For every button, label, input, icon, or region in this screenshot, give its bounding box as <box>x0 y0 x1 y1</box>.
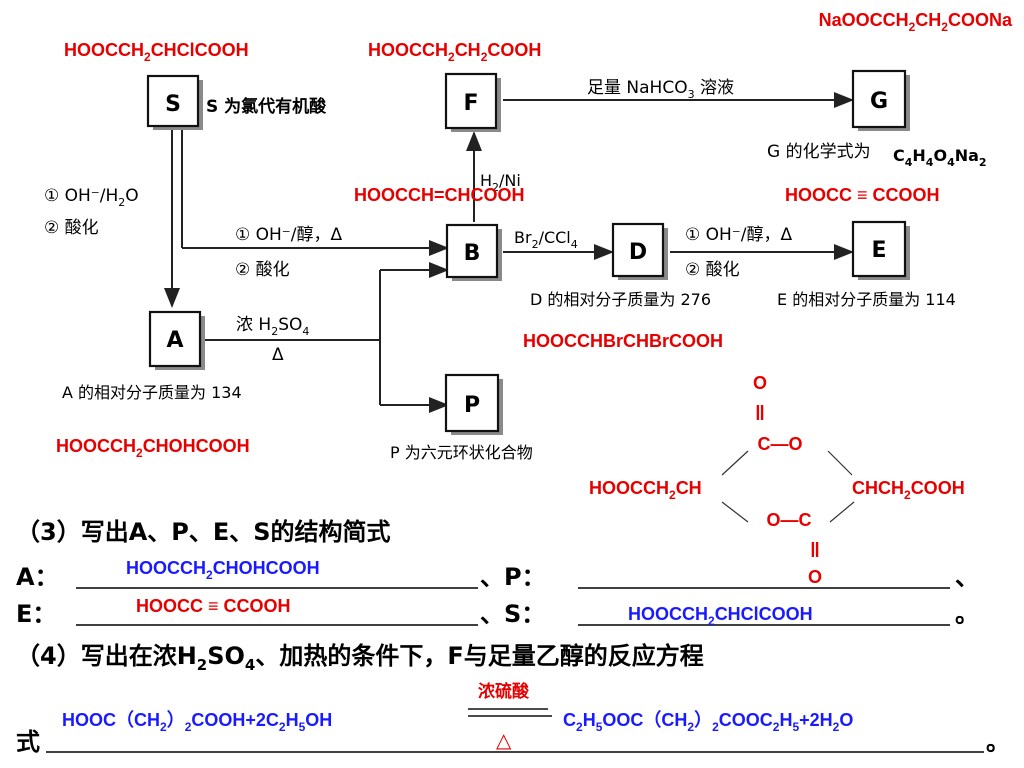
q3-period: 。 <box>955 600 979 628</box>
q4-catalyst: 浓硫酸 <box>478 681 530 701</box>
d-note: D 的相对分子质量为 276 <box>530 290 711 309</box>
q3-end-comma: 、 <box>955 563 979 591</box>
q4-period: 。 <box>986 728 1010 756</box>
q4-stem: （4）写出在浓H2SO4、加热的条件下，F与足量乙醇的反应方程 <box>16 642 704 674</box>
q4-lhs: HOOC（CH2）2COOH+2C2H5OH <box>62 710 332 734</box>
node-e-label: E <box>871 238 886 263</box>
q3-a-label: A： <box>16 563 59 591</box>
a-note: A 的相对分子质量为 134 <box>62 383 242 402</box>
e-formula: HOOCC ≡ CCOOH <box>785 185 940 205</box>
node-g-label: G <box>870 89 888 114</box>
ring-left-group: HOOCCH2CH <box>589 478 702 502</box>
a-to-p-condition-1: 浓 H2SO4 <box>236 315 309 338</box>
a-formula: HOOCCH2CHOHCOOH <box>56 436 250 460</box>
g-top-formula: NaOOCCH2CH2COONa <box>819 10 1013 34</box>
question-4: （4）写出在浓H2SO4、加热的条件下，F与足量乙醇的反应方程 浓硫酸 △ HO… <box>16 642 1010 756</box>
node-b-label: B <box>464 241 481 266</box>
a-to-p-condition-2: Δ <box>272 345 284 365</box>
ring-double-bond-bottom: ‖ <box>810 540 820 562</box>
ring-bond-upper-right <box>827 450 853 476</box>
node-f: F <box>444 72 501 132</box>
node-d-label: D <box>629 240 647 265</box>
q4-stem-end: 式 <box>16 728 40 756</box>
node-b: B <box>445 223 502 281</box>
e-note: E 的相对分子质量为 114 <box>777 290 956 309</box>
f-formula: HOOCCH2CH2COOH <box>368 40 541 64</box>
node-p-label: P <box>464 393 480 418</box>
node-s-label: S <box>165 92 181 117</box>
b-to-f-condition: H2/Ni <box>480 171 521 194</box>
node-a: A <box>148 310 205 370</box>
b-formula: HOOCCH=CHCOOH <box>354 185 525 205</box>
q3-e-answer: HOOCC ≡ CCOOH <box>136 596 291 616</box>
node-f-label: F <box>463 91 478 116</box>
question-3: （3）写出A、P、E、S的结构简式 A： HOOCCH2CHOHCOOH 、P：… <box>16 518 979 628</box>
node-e: E <box>851 220 910 280</box>
ring-bond-upper-left <box>721 450 749 476</box>
b-to-d-condition: Br2/CCl4 <box>514 228 578 251</box>
q3-s-label: 、S： <box>480 600 545 628</box>
q3-stem: （3）写出A、P、E、S的结构简式 <box>16 518 391 546</box>
ring-bond-lower-left <box>721 501 749 523</box>
p-note: P 为六元环状化合物 <box>390 443 533 462</box>
s-to-a-condition-2: ② 酸化 <box>44 218 99 238</box>
ring-right-group: CHCH2COOH <box>852 478 965 502</box>
ring-double-bond-top: ‖ <box>755 403 765 425</box>
connectors <box>164 92 854 413</box>
d-to-e-condition-1: ① OH⁻/醇，Δ <box>685 225 793 245</box>
node-d: D <box>611 222 668 280</box>
ring-bond-lower-right <box>829 501 855 523</box>
node-p: P <box>444 373 503 435</box>
ring-o-top: O <box>753 373 767 393</box>
q3-e-label: E： <box>16 600 56 628</box>
s-formula: HOOCCH2CHClCOOH <box>64 40 249 64</box>
ring-o-c-bottom: O—C <box>767 510 812 530</box>
s-to-a-condition-1: ① OH⁻/H2O <box>44 186 139 209</box>
s-to-b-condition-1: ① OH⁻/醇，Δ <box>235 225 343 245</box>
node-s: S <box>146 74 203 130</box>
node-g: G <box>851 69 910 131</box>
q4-heat: △ <box>496 730 512 752</box>
q4-rhs: C2H5OOC（CH2）2COOC2H5+2H2O <box>563 710 853 734</box>
q3-a-answer: HOOCCH2CHOHCOOH <box>126 558 320 582</box>
node-a-label: A <box>166 328 183 353</box>
printed-conditions: S 为氯代有机酸 足量 NaHCO3 溶液 G 的化学式为 H2/Ni ① OH… <box>44 78 956 462</box>
s-to-b-condition-2: ② 酸化 <box>235 260 290 280</box>
ring-o-bottom: O <box>808 567 822 587</box>
ring-c-o-top: C—O <box>758 434 803 454</box>
g-note: G 的化学式为 <box>767 142 871 162</box>
p-ring-structure: O ‖ C—O HOOCCH2CH CHCH2COOH O—C ‖ O <box>589 373 965 587</box>
d-formula: HOOCCHBrCHBrCOOH <box>523 331 723 351</box>
g-formula: C4H4O4Na2 <box>893 146 987 169</box>
d-to-e-condition-2: ② 酸化 <box>685 260 740 280</box>
s-note: S 为氯代有机酸 <box>206 96 327 117</box>
f-to-g-condition: 足量 NaHCO3 溶液 <box>587 78 734 101</box>
q3-p-label: 、P： <box>480 563 546 591</box>
